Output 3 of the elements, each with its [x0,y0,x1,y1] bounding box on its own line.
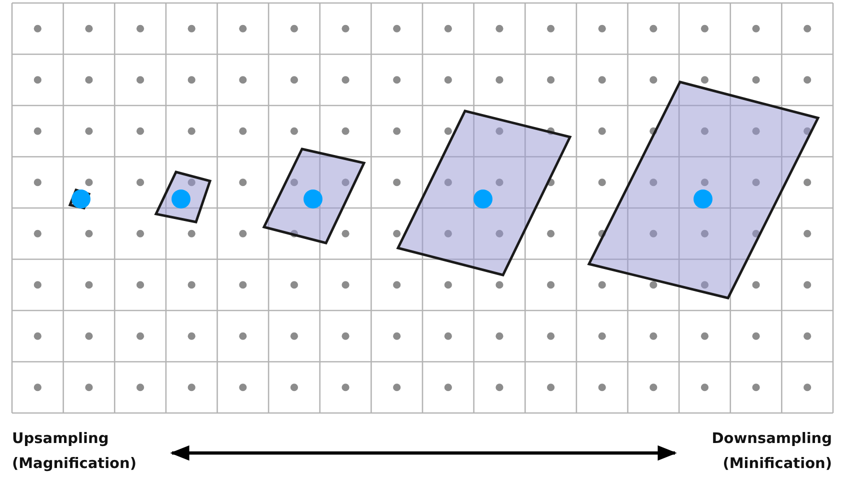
double-arrow [170,445,677,461]
scale-label: Upsampling (Magnification) [12,427,138,477]
scale-label: Downsampling (Minification) [702,427,832,477]
